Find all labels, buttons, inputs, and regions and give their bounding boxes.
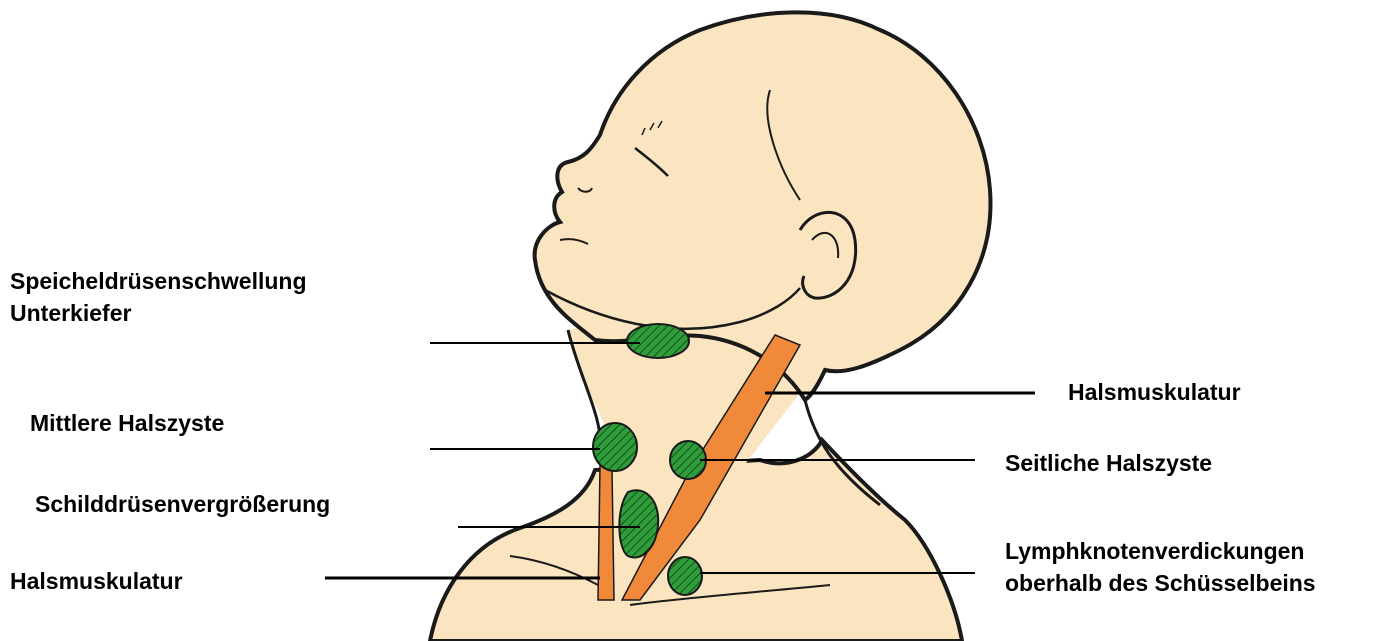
median-neck-cyst: [593, 423, 637, 471]
head: [535, 12, 991, 400]
label-salivary-line2: Unterkiefer: [10, 297, 307, 329]
neck-muscle-left: [598, 465, 614, 600]
label-lymph-line1: Lymphknotenverdickungen: [1005, 535, 1316, 567]
label-lymph-nodes: Lymphknotenverdickungen oberhalb des Sch…: [1005, 535, 1316, 599]
label-thyroid: Schilddrüsenvergrößerung: [35, 488, 330, 520]
label-salivary-gland: Speicheldrüsenschwellung Unterkiefer: [10, 265, 307, 329]
label-median-cyst: Mittlere Halszyste: [30, 407, 224, 439]
label-muscle-right: Halsmuskulatur: [1068, 376, 1241, 408]
label-salivary-line1: Speicheldrüsenschwellung: [10, 265, 307, 297]
label-muscle-left: Halsmuskulatur: [10, 565, 183, 597]
label-lateral-cyst: Seitliche Halszyste: [1005, 447, 1212, 479]
supraclavicular-lymph-node: [668, 557, 702, 595]
label-lymph-line2: oberhalb des Schüsselbeins: [1005, 567, 1316, 599]
salivary-gland-swelling: [627, 324, 689, 358]
